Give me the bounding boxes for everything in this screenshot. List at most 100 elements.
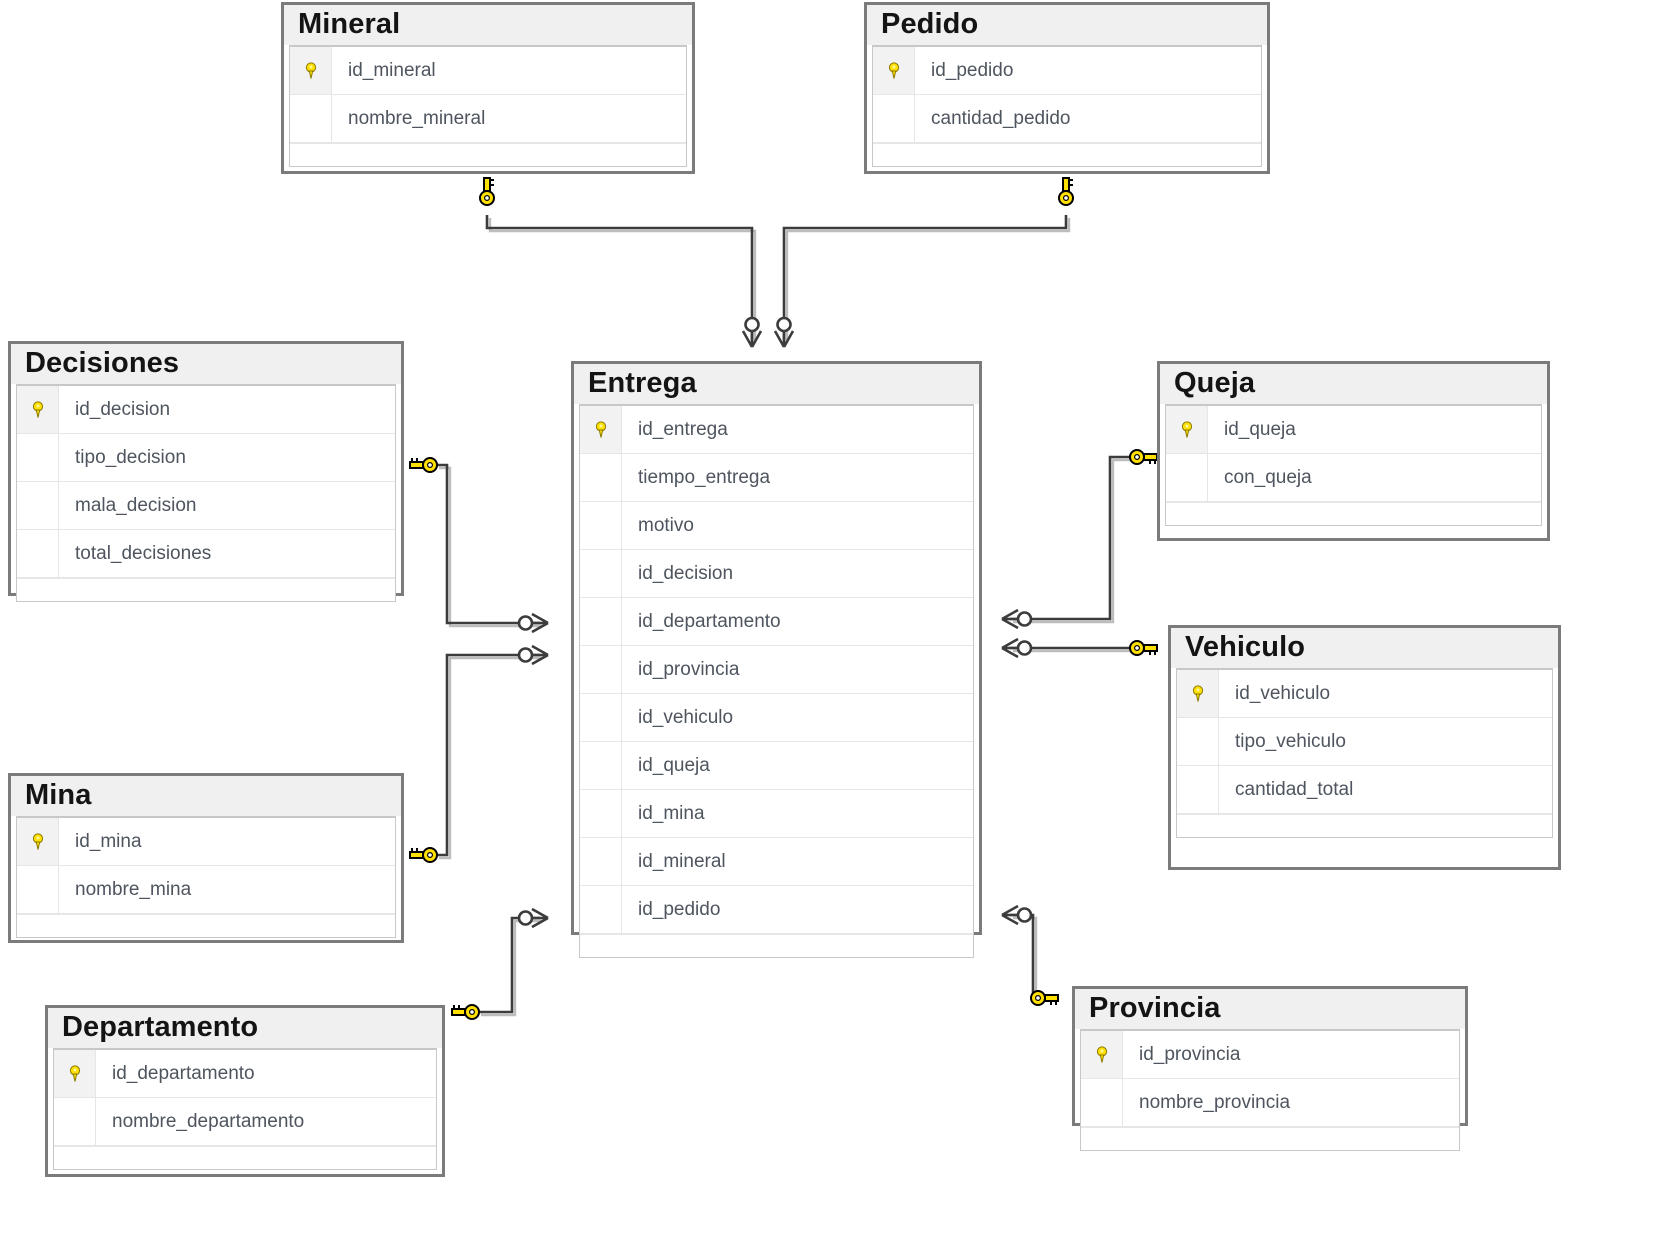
connector-shadow-decisiones-entrega <box>439 466 543 628</box>
attribute-row[interactable]: nombre_provincia <box>1081 1079 1459 1128</box>
crows-foot-many-pedido-entrega <box>773 316 795 348</box>
attr-gutter <box>580 598 622 646</box>
attribute-name: nombre_mineral <box>348 107 486 129</box>
attribute-row[interactable]: tiempo_entrega <box>580 454 973 503</box>
attribute-row[interactable]: cantidad_pedido <box>873 95 1261 144</box>
attribute-name: id_vehiculo <box>1235 682 1331 704</box>
attribute-list-pedido: id_pedido cantidad_pedido <box>872 45 1262 168</box>
attribute-row[interactable]: nombre_mineral <box>290 95 686 144</box>
attribute-list-mineral: id_mineral nombre_mineral <box>289 45 687 168</box>
attr-gutter <box>1177 766 1219 814</box>
crows-foot-many-mineral-entrega <box>741 316 763 348</box>
connector-departamento-entrega <box>478 916 540 1014</box>
attribute-row[interactable]: id_provincia <box>580 646 973 695</box>
connector-shadow-mina-entrega <box>439 656 543 860</box>
attribute-name: id_entrega <box>638 418 728 440</box>
primary-key-icon <box>32 833 43 850</box>
entity-title-entrega: Entrega <box>574 364 979 405</box>
attribute-row[interactable]: con_queja <box>1166 454 1541 503</box>
attr-gutter <box>580 454 622 502</box>
attribute-row[interactable]: mala_decision <box>17 482 395 531</box>
attr-gutter <box>1166 454 1208 502</box>
attribute-name: id_pedido <box>638 898 721 920</box>
attribute-row[interactable]: nombre_departamento <box>54 1098 436 1147</box>
attribute-row[interactable]: id_decision <box>580 550 973 599</box>
attribute-row[interactable]: nombre_mina <box>17 866 395 915</box>
attribute-list-filler <box>54 1146 436 1169</box>
attr-gutter <box>17 530 59 578</box>
crows-foot-many-entrega-provincia <box>1001 904 1033 926</box>
key-endpoint-icon-pedido <box>1058 177 1074 206</box>
key-endpoint-icon-vehiculo <box>1129 640 1158 656</box>
pk-gutter <box>290 47 332 95</box>
attribute-row[interactable]: id_queja <box>580 742 973 791</box>
crows-foot-many-departamento-entrega <box>517 907 549 929</box>
primary-key-icon <box>888 62 899 79</box>
attribute-row[interactable]: id_provincia <box>1081 1031 1459 1080</box>
attribute-row[interactable]: id_mina <box>17 818 395 867</box>
attribute-name: nombre_departamento <box>112 1110 305 1132</box>
pk-gutter <box>1081 1031 1123 1079</box>
primary-key-icon <box>595 421 606 438</box>
primary-key-icon <box>305 62 316 79</box>
attribute-name: id_mineral <box>348 59 436 81</box>
attribute-list-filler <box>17 914 395 937</box>
attribute-row[interactable]: id_departamento <box>580 598 973 647</box>
attribute-list-departamento: id_departamento nombre_departamento <box>53 1048 437 1171</box>
attribute-row[interactable]: id_vehiculo <box>580 694 973 743</box>
connector-entrega-provincia <box>1010 913 1035 1000</box>
attribute-row[interactable]: id_queja <box>1166 406 1541 455</box>
attribute-name: cantidad_pedido <box>931 107 1071 129</box>
attribute-row[interactable]: id_mina <box>580 790 973 839</box>
primary-key-icon <box>32 401 43 418</box>
attr-gutter <box>1081 1079 1123 1127</box>
attribute-row[interactable]: id_entrega <box>580 406 973 455</box>
pk-gutter <box>580 406 622 454</box>
attr-gutter <box>1177 718 1219 766</box>
attribute-row[interactable]: total_decisiones <box>17 530 395 579</box>
attribute-row[interactable]: tipo_vehiculo <box>1177 718 1552 767</box>
attr-gutter <box>580 550 622 598</box>
attribute-row[interactable]: tipo_decision <box>17 434 395 483</box>
attr-gutter <box>290 95 332 143</box>
attribute-name: nombre_provincia <box>1139 1091 1291 1113</box>
pk-gutter <box>1177 670 1219 718</box>
attribute-row[interactable]: motivo <box>580 502 973 551</box>
connector-mina-entrega <box>436 653 540 857</box>
crows-foot-many-entrega-vehiculo <box>1001 637 1033 659</box>
primary-key-icon <box>1192 685 1203 702</box>
attribute-row[interactable]: id_pedido <box>873 47 1261 96</box>
primary-key-icon <box>1096 1046 1107 1063</box>
attribute-row[interactable]: id_decision <box>17 386 395 435</box>
connector-shadow-pedido-entrega <box>785 218 1071 343</box>
connector-shadow-mineral-entrega <box>488 218 757 343</box>
attribute-name: id_provincia <box>1139 1043 1241 1065</box>
attr-gutter <box>580 502 622 550</box>
attribute-name: id_mina <box>75 830 142 852</box>
crows-foot-many-entrega-queja <box>1001 608 1033 630</box>
attribute-row[interactable]: id_mineral <box>580 838 973 887</box>
attribute-row[interactable]: id_pedido <box>580 886 973 935</box>
attribute-row[interactable]: id_mineral <box>290 47 686 96</box>
entity-title-pedido: Pedido <box>867 5 1267 46</box>
attribute-row[interactable]: id_departamento <box>54 1050 436 1099</box>
key-endpoint-icon-mineral <box>479 177 495 206</box>
attribute-name: tiempo_entrega <box>638 466 771 488</box>
attribute-row[interactable]: cantidad_total <box>1177 766 1552 815</box>
attr-gutter <box>54 1098 96 1146</box>
attr-gutter <box>580 790 622 838</box>
attribute-name: mala_decision <box>75 494 197 516</box>
attribute-row[interactable]: id_vehiculo <box>1177 670 1552 719</box>
